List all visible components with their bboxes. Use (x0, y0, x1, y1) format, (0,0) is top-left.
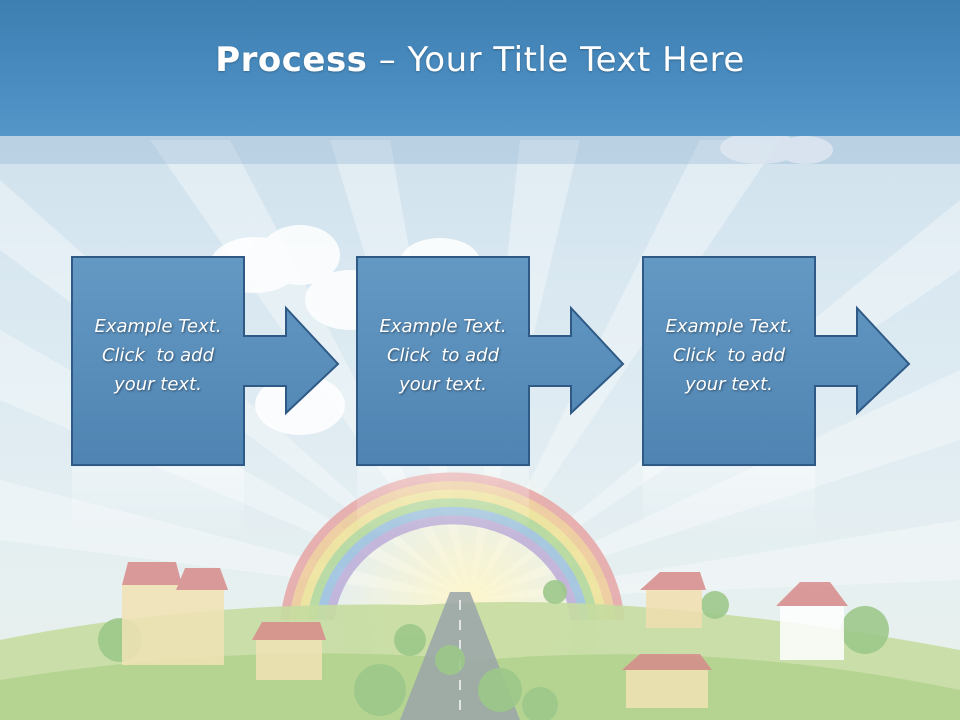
step-2-text[interactable]: Example Text. Click to add your text. (357, 312, 529, 399)
step-2-line-1: Example Text. (379, 316, 507, 337)
title-underband (0, 136, 960, 164)
step-1-line-2: Click to add (101, 345, 214, 366)
step-3-text[interactable]: Example Text. Click to add your text. (643, 312, 815, 399)
step-1-line-3: your text. (114, 374, 202, 395)
step-3-line-1: Example Text. (665, 316, 793, 337)
step-1-text[interactable]: Example Text. Click to add your text. (72, 312, 244, 399)
step-2-line-2: Click to add (386, 345, 499, 366)
step-3-line-2: Click to add (672, 345, 785, 366)
title-bar: Process – Your Title Text Here (0, 0, 960, 136)
step-3-line-3: your text. (685, 374, 773, 395)
step-1-line-1: Example Text. (94, 316, 222, 337)
slide-title[interactable]: Process – Your Title Text Here (215, 40, 745, 80)
step-reflections (72, 467, 815, 537)
step-2-line-3: your text. (399, 374, 487, 395)
step-3-shape[interactable] (642, 256, 911, 466)
clouds (210, 132, 833, 435)
title-rest: – Your Title Text Here (367, 40, 745, 80)
step-1-shape[interactable] (71, 256, 340, 466)
houses (122, 562, 848, 708)
step-2-shape[interactable] (356, 256, 625, 466)
title-bold: Process (215, 40, 368, 80)
